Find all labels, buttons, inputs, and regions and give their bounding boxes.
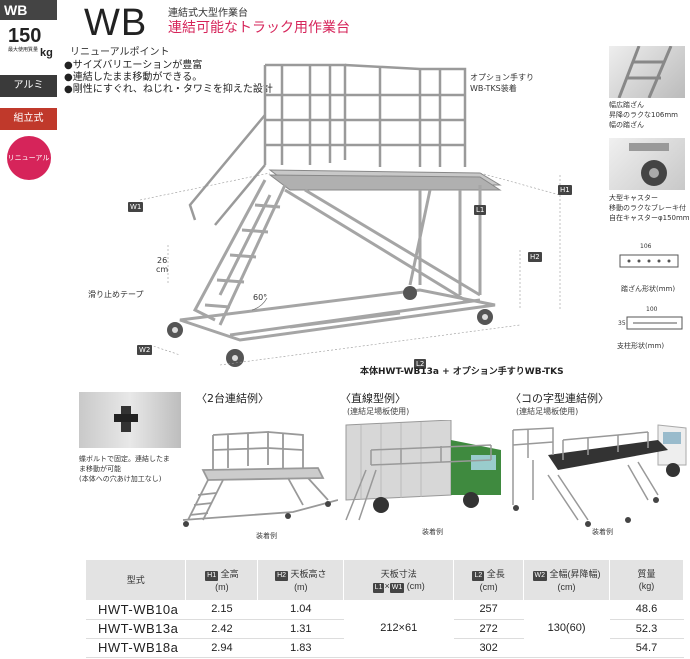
col-h1: H1 全高(m) (185, 560, 259, 600)
caster-desc-2: 自在キャスターφ150mm (609, 214, 690, 222)
stair-angle: 60° (253, 293, 268, 302)
cell-mass: 48.6 (609, 600, 684, 620)
point-item: ●連結したまま移動ができる。 (64, 72, 203, 83)
load-unit: kg (40, 47, 53, 59)
cell-mass: 52.3 (609, 619, 684, 639)
example-two-units-caption: 装着例 (256, 532, 277, 540)
subtitle-small: 連結式大型作業台 (168, 8, 248, 19)
bolt-caption-3: (本体への穴あけ加工なし) (79, 475, 162, 483)
example-u-shape-image (512, 424, 687, 527)
example-straight-caption: 装着例 (422, 528, 443, 536)
post-shape-label: 支柱形状(mm) (617, 342, 665, 350)
post-shape-drawing (626, 316, 683, 330)
max-load: 150 最大使用質量 kg (8, 25, 58, 59)
load-label: 最大使用質量 (8, 47, 39, 53)
step-pitch: 26 cm (156, 256, 168, 274)
bolt-caption-1: 蝶ボルトで固定。連結したま (79, 455, 170, 463)
dim-h1: H1 (558, 185, 572, 195)
cell-model: HWT-WB18a (86, 638, 186, 658)
points-heading: リニューアルポイント (70, 47, 170, 58)
subtitle-main: 連結可能なトラック用作業台 (168, 20, 350, 36)
model-title: WB (84, 2, 148, 44)
tread-photo (609, 45, 685, 99)
tread-title: 幅広踏ざん (609, 101, 644, 109)
tread-desc-1: 昇降のラクな106mm (609, 111, 678, 119)
point-item: ●サイズバリエーションが豊富 (64, 60, 203, 71)
col-mass: 質量(kg) (609, 560, 684, 600)
example-straight-title: 〈直線型例〉 (340, 392, 406, 405)
cell-h2: 1.31 (257, 619, 344, 639)
step-pitch-value: 26 (157, 256, 168, 265)
series-badge: WB (0, 0, 57, 20)
tag-assembly: 組立式 (0, 108, 57, 130)
cell-w2: 130(60) (523, 600, 610, 658)
step-pitch-unit: cm (156, 265, 169, 274)
renewal-circle: リニューアル (6, 136, 51, 180)
dim-l1: L1 (474, 205, 487, 215)
post-dim-h: 35 (618, 320, 626, 327)
example-u-shape-caption: 装着例 (592, 528, 613, 536)
option-rail-label-2: WB-TKS装着 (470, 84, 517, 93)
cell-top-size: 212×61 (343, 600, 454, 658)
example-u-shape-subtitle: (連結足場板使用) (516, 407, 579, 416)
cell-l2: 257 (453, 600, 524, 620)
post-dim-w: 100 (646, 306, 658, 313)
example-straight-image (345, 420, 501, 521)
bolt-image (114, 406, 138, 432)
caster-photo (609, 138, 685, 190)
table-row: HWT-WB10a 2.15 1.04 212×61 257 130(60) 4… (86, 600, 684, 658)
option-rail-label-1: オプション手すり (470, 73, 534, 82)
bolt-caption: 蝶ボルトで固定。連結したま ま移動が可能 (本体への穴あけ加工なし) (79, 454, 170, 484)
caster-desc-1: 移動のラクなブレーキ付 (609, 204, 686, 212)
cell-h2: 1.83 (257, 638, 344, 658)
example-two-units-image (182, 431, 338, 527)
cell-l2: 302 (453, 638, 524, 658)
tread-feature: 幅広踏ざん 昇降のラクな106mm 幅の踏ざん (609, 100, 678, 130)
cell-mass: 54.7 (609, 638, 684, 658)
diagram-caption: 本体HWT-WB13a + オプション手すりWB-TKS (360, 367, 564, 377)
cell-h2: 1.04 (257, 600, 344, 620)
tread-image (617, 45, 673, 99)
cell-h1: 2.42 (185, 619, 258, 639)
tread-shape-drawing (619, 254, 679, 268)
cell-model: HWT-WB13a (86, 619, 186, 639)
platform-diagram (139, 63, 561, 367)
point-item: ●剛性にすぐれ、ねじれ・タワミを抑えた設計 (64, 84, 273, 95)
cell-l2: 272 (453, 619, 524, 639)
anti-slip-label: 滑り止めテープ (88, 290, 144, 299)
tread-dim: 106 (640, 243, 652, 250)
cell-h1: 2.15 (185, 600, 258, 620)
dim-l2: L2 (414, 359, 427, 369)
tread-shape-label: 踏ざん形状(mm) (621, 285, 676, 293)
col-h2: H2 天板高さ(m) (257, 560, 345, 600)
load-value: 150 (8, 25, 42, 47)
cell-h1: 2.94 (185, 638, 258, 658)
col-model: 型式 (86, 560, 187, 600)
caster-feature: 大型キャスター 移動のラクなブレーキ付 自在キャスターφ150mm (609, 193, 690, 223)
tag-renewal: リニューアル (0, 136, 57, 180)
spec-sidebar: WB 150 最大使用質量 kg アルミ 組立式 リニューアル (0, 0, 57, 659)
bolt-photo (79, 392, 181, 448)
caster-image (629, 143, 669, 186)
dim-h2: H2 (528, 252, 542, 262)
option-rail-label: オプション手すり WB-TKS装着 (470, 72, 534, 94)
example-straight-subtitle: (連結足場板使用) (347, 407, 410, 416)
table-row: HWT-WB13a 2.42 1.31 272 52.3 (86, 619, 684, 639)
table-row: HWT-WB18a 2.94 1.83 302 54.7 (86, 638, 684, 658)
bolt-caption-2: ま移動が可能 (79, 465, 121, 473)
col-w2: W2 全幅(昇降幅)(cm) (523, 560, 610, 600)
caster-title: 大型キャスター (609, 194, 658, 202)
dim-w2: W2 (137, 345, 153, 355)
example-u-shape-title: 〈コの字型連結例〉 (510, 392, 609, 405)
tread-desc-2: 幅の踏ざん (609, 121, 644, 129)
dim-w1: W1 (128, 202, 144, 212)
example-two-units-title: 〈2台連結例〉 (196, 392, 269, 405)
col-l2: L2 全長(cm) (453, 560, 525, 600)
cell-model: HWT-WB10a (86, 600, 186, 620)
tag-aluminum: アルミ (0, 75, 57, 97)
